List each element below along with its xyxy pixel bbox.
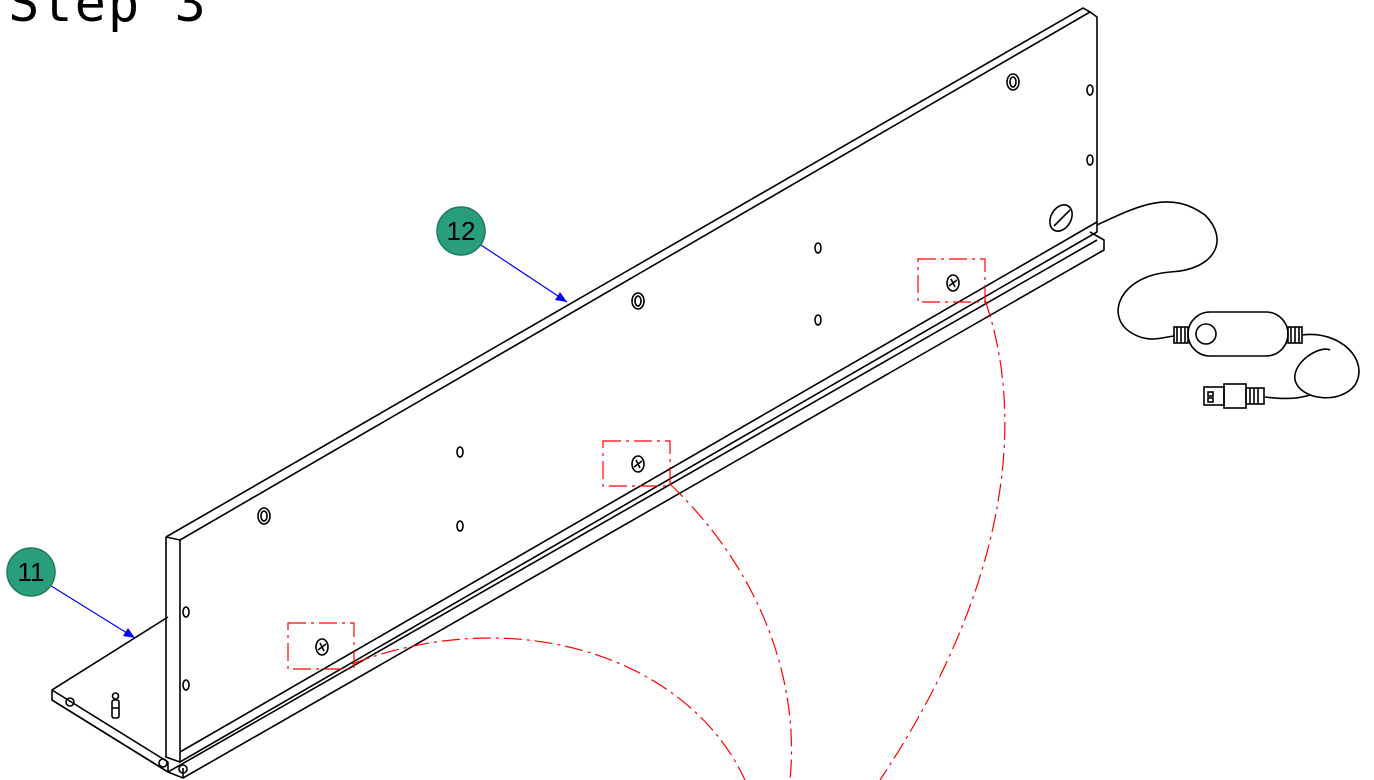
edge-hole-icon — [178, 764, 188, 774]
screw-icon — [631, 455, 645, 473]
leader-line — [47, 583, 136, 639]
screw-icon — [315, 638, 329, 656]
callout-part-12: 12 — [436, 206, 568, 303]
callout-bubble — [436, 206, 486, 256]
led-controller-cable — [1096, 201, 1360, 409]
leader-line — [477, 242, 568, 303]
edge-hole-icon — [158, 758, 168, 768]
part-11-base-plate — [51, 231, 1105, 779]
callout-bubble — [6, 547, 56, 597]
callout-part-11: 11 — [6, 547, 136, 639]
cam-hole-icon — [631, 292, 645, 310]
detail-callouts — [287, 258, 1006, 780]
callout-label: 12 — [447, 216, 476, 246]
detail-box — [287, 622, 355, 670]
dowel-icon — [111, 692, 120, 719]
detail-box — [602, 440, 671, 487]
cam-hole-icon — [257, 507, 271, 525]
edge-hole-icon — [65, 697, 75, 707]
step-title: Step 3 — [8, 0, 208, 34]
callout-label: 11 — [18, 557, 45, 587]
cam-hole-icon — [1006, 73, 1020, 91]
arrowhead-icon — [555, 292, 567, 302]
screw-icon — [946, 274, 960, 292]
part-12-panel — [165, 7, 1098, 764]
detail-box — [917, 258, 986, 303]
arrowhead-icon — [123, 628, 135, 638]
usb-plug-icon — [1203, 383, 1265, 409]
cable-grommet-icon — [1049, 204, 1073, 232]
